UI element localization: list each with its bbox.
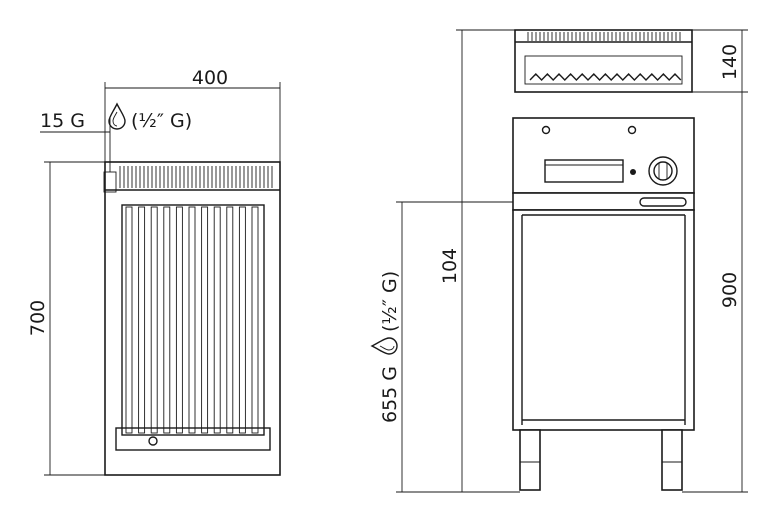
gas-position-label: 15 G bbox=[40, 110, 85, 132]
gas-connection-label: 655 G bbox=[379, 366, 401, 423]
front-rail bbox=[512, 192, 695, 211]
rail-handle bbox=[639, 197, 687, 207]
top-view-outline bbox=[104, 161, 281, 476]
top-section-label: 140 bbox=[719, 44, 741, 80]
panel-screw-right bbox=[627, 125, 637, 135]
cabinet bbox=[512, 209, 695, 431]
drip-tray-handle bbox=[544, 159, 624, 183]
drip-tray bbox=[115, 427, 271, 451]
grill-grid bbox=[121, 204, 265, 436]
right-leg bbox=[661, 429, 683, 491]
pilot-light bbox=[630, 169, 636, 175]
height-label: 900 bbox=[719, 272, 741, 308]
drip-tray-knob bbox=[148, 436, 158, 446]
front-view: 900 140 104 655 G (½″ G) bbox=[370, 29, 748, 493]
panel-screw-left bbox=[541, 125, 551, 135]
gas-connection-annotation: 655 G (½″ G) bbox=[370, 271, 401, 423]
top-view-back-vents bbox=[119, 166, 273, 188]
gas-drop-icon bbox=[370, 337, 398, 355]
depth-label: 700 bbox=[27, 300, 49, 336]
grill-bars bbox=[125, 206, 259, 434]
width-label: 400 bbox=[192, 67, 228, 89]
grill-window bbox=[524, 55, 683, 85]
gas-height-label: 104 bbox=[439, 248, 461, 284]
gas-thread-label: (½″ G) bbox=[131, 110, 192, 132]
top-view: 400 15 G (½″ G) 700 bbox=[27, 67, 281, 476]
grill-grate-profile bbox=[529, 72, 682, 82]
front-view-top-vents bbox=[527, 32, 681, 41]
control-knob-icon bbox=[648, 156, 678, 186]
grill-top-section bbox=[514, 29, 693, 93]
left-leg bbox=[519, 429, 541, 491]
gas-drop-icon bbox=[108, 102, 126, 130]
gas-thread-label: (½″ G) bbox=[379, 271, 401, 332]
